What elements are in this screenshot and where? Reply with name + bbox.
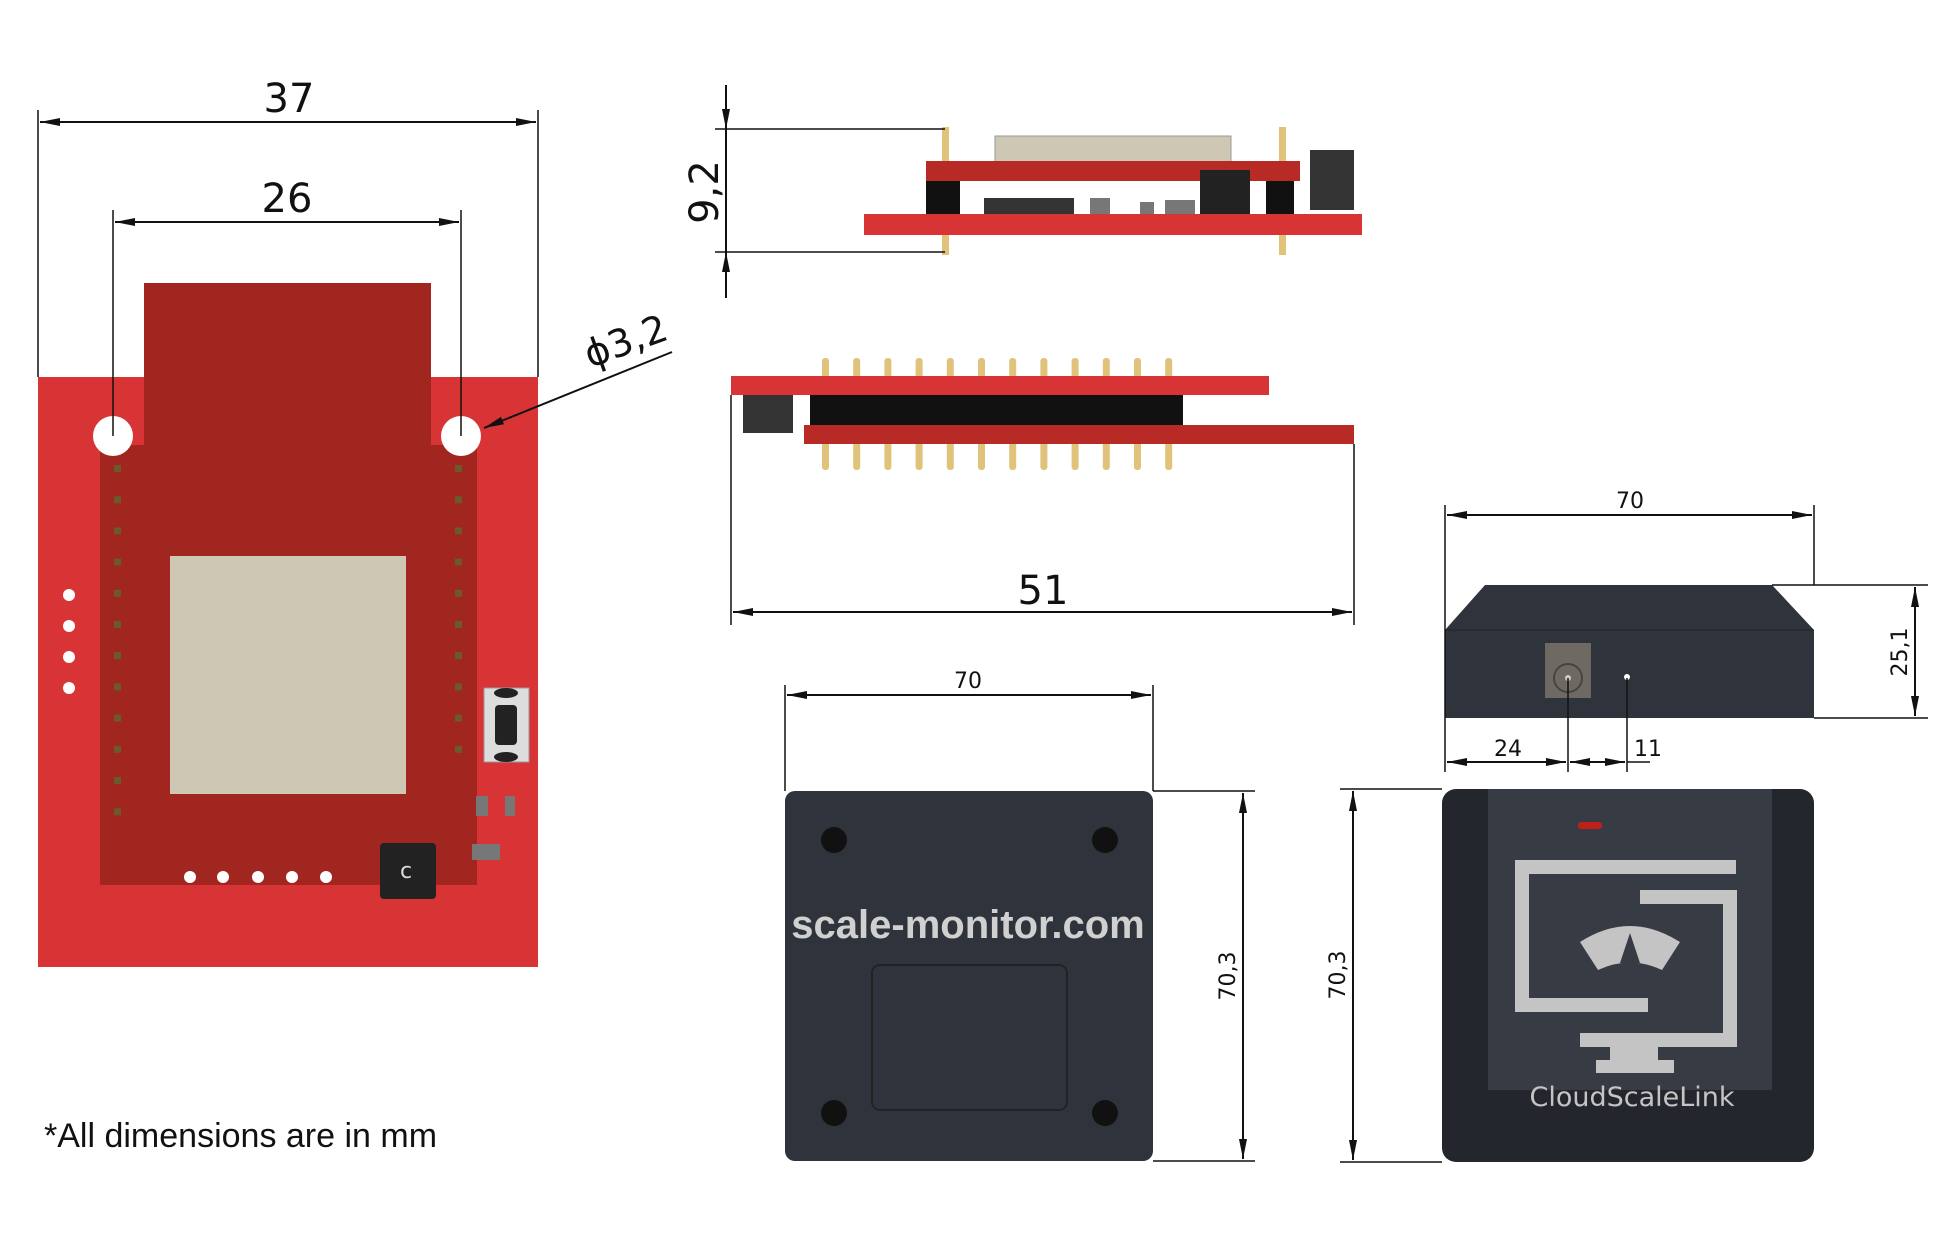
dim-side-width: 70 (1616, 489, 1644, 514)
dim-bottom-depth: 70,3 (1216, 952, 1241, 1001)
wifi-module (170, 556, 406, 794)
dim-stack-height: 9,2 (682, 160, 728, 224)
enclosure-side-view: 70 25,1 24 11 (1444, 489, 1928, 772)
pin-pad (114, 465, 121, 472)
pin-pad (114, 621, 121, 628)
pin-pad (455, 745, 462, 753)
enclosure-top-view: CloudScaleLink 70,3 (1326, 788, 1814, 1163)
pcb-front-view: 51 (730, 358, 1355, 625)
dim-led-offset: 11 (1634, 737, 1662, 762)
pin-pad (114, 558, 121, 566)
pin-pad (114, 496, 121, 504)
pin-pad (455, 621, 462, 628)
dim-top-depth: 70,3 (1326, 951, 1351, 1000)
pin-pad (455, 465, 462, 472)
pin-pad (114, 808, 121, 816)
pin-pad (455, 683, 462, 691)
pcb-top-view: c 37 26 ϕ3,2 (37, 76, 673, 967)
status-led (1624, 674, 1630, 680)
pin-pad (114, 589, 121, 597)
header-pads-left (63, 589, 75, 694)
pin-pad (455, 558, 462, 566)
pin-pad (455, 496, 462, 504)
dim-pcb-length: 51 (1018, 568, 1069, 614)
dim-side-height: 25,1 (1888, 628, 1913, 677)
pin-pad (114, 777, 121, 784)
top-led (1578, 822, 1602, 829)
module-pins (114, 465, 462, 816)
top-brand-text: CloudScaleLink (1529, 1082, 1734, 1113)
pin-pad (455, 589, 462, 597)
pcb-side-view: 9,2 (682, 85, 1362, 298)
sensor-chip: c (380, 843, 436, 899)
pin-pad (455, 527, 462, 535)
pin-pad (455, 714, 462, 722)
dim-hole-spacing: 26 (262, 176, 313, 222)
pin-pad (114, 714, 121, 722)
svg-text:c: c (400, 859, 412, 884)
header-pads-bottom (184, 871, 332, 883)
pin-pad (114, 683, 121, 691)
enclosure-bottom-view: scale-monitor.com 70 70,3 (784, 669, 1255, 1162)
dim-hole-diameter: ϕ3,2 (578, 306, 673, 377)
dim-pcb-width: 37 (264, 76, 315, 122)
pin-pad (114, 745, 121, 753)
dim-jack-offset: 24 (1494, 737, 1522, 762)
pin-pad (455, 652, 462, 660)
push-button (483, 687, 530, 763)
dim-bottom-width: 70 (954, 669, 982, 694)
units-note: *All dimensions are in mm (44, 1117, 437, 1155)
bottom-brand-text: scale-monitor.com (791, 903, 1144, 947)
pin-pad (114, 652, 121, 660)
pin-pad (114, 527, 121, 535)
